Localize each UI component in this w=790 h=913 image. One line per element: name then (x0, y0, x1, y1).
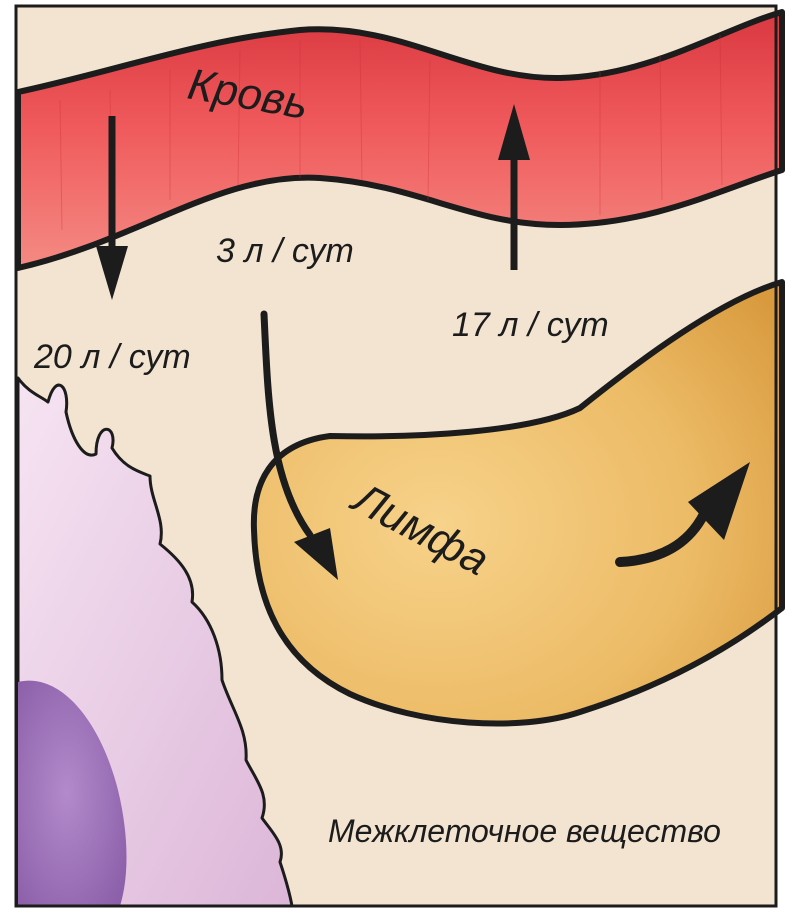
interstitial-label: Межклеточное вещество (328, 813, 721, 849)
reabsorption-label: 17 л / сут (452, 306, 609, 344)
to-lymph-label: 3 л / сут (216, 232, 354, 270)
filtration-label: 20 л / сут (33, 338, 191, 376)
